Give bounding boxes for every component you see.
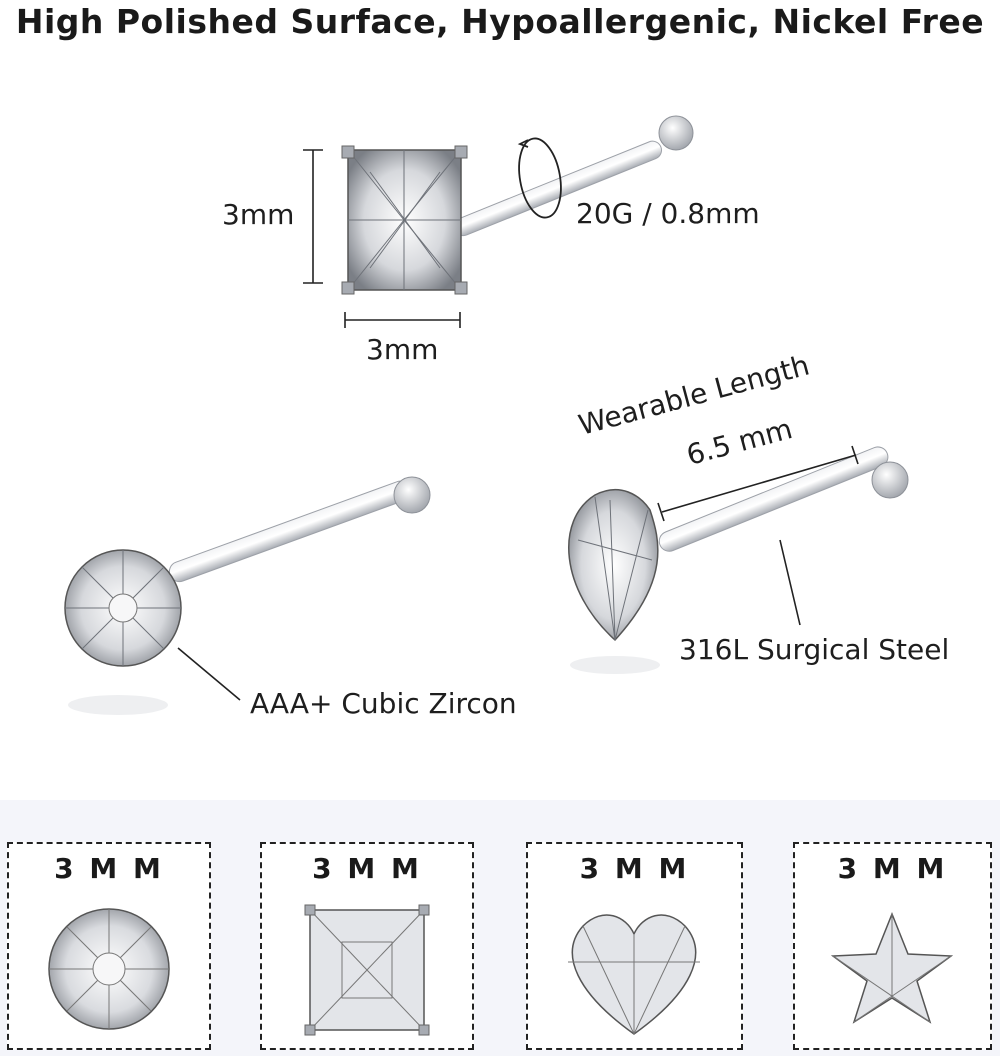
- product-illustration: [64, 115, 909, 715]
- pin-ball-end: [658, 115, 694, 151]
- square-stud: [341, 115, 694, 295]
- zircon-label: AAA+ Cubic Zircon: [250, 687, 517, 720]
- gauge-label: 20G / 0.8mm: [576, 197, 760, 230]
- shape-box-round: 3 M M: [7, 842, 211, 1050]
- heart-stud: [568, 445, 909, 674]
- width-label: 3mm: [366, 333, 439, 366]
- shape-size-label: 3 M M: [579, 852, 690, 885]
- height-label: 3mm: [222, 198, 295, 231]
- shape-size-label: 3 M M: [312, 852, 422, 885]
- heart-gem-icon: [568, 914, 700, 1036]
- heart-gem-icon: [568, 489, 659, 642]
- shape-size-label: 3 M M: [54, 852, 164, 885]
- page-title: High Polished Surface, Hypoallergenic, N…: [15, 2, 985, 41]
- shape-box-heart: 3 M M: [526, 842, 743, 1050]
- square-gem-icon: [304, 904, 430, 1036]
- steel-label: 316L Surgical Steel: [679, 633, 950, 666]
- round-stud: [64, 476, 431, 715]
- shape-size-label: 3 M M: [837, 852, 948, 885]
- shape-box-square: 3 M M: [260, 842, 474, 1050]
- gem-reflection: [68, 695, 168, 715]
- star-gem-icon: [830, 911, 954, 1024]
- shape-box-star: 3 M M: [793, 842, 992, 1050]
- round-gem-icon: [48, 908, 170, 1030]
- dimension-lines: [303, 149, 461, 328]
